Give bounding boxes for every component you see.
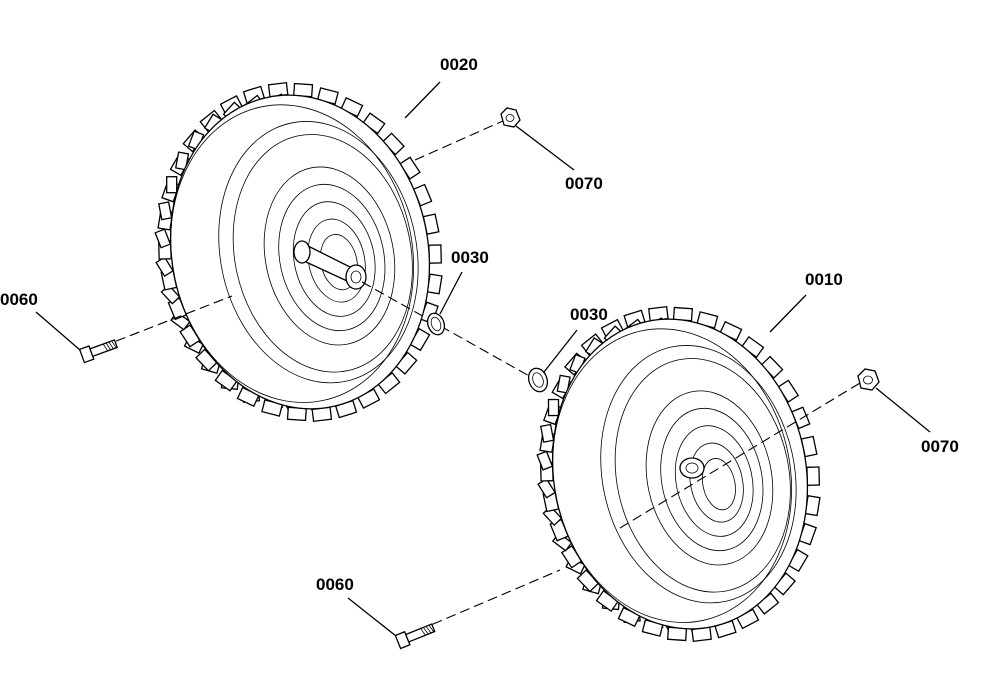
leader-0030-upper [439, 271, 463, 315]
washer-0030-upper [426, 312, 446, 336]
tread-lug [556, 374, 571, 394]
callout-0030-upper: 0030 [451, 248, 489, 267]
axle-hub-lower [679, 457, 705, 479]
leader-0020 [404, 81, 441, 119]
callout-0030-lower: 0030 [570, 305, 608, 324]
wheel-hub-lower [645, 390, 774, 566]
leader-0060-lower [347, 597, 397, 637]
assembly-centerlines [87, 119, 866, 637]
leader-0060-upper [35, 311, 81, 351]
callout-0020: 0020 [440, 55, 478, 74]
washer-0030-lower [527, 367, 549, 393]
tread-lug [293, 82, 314, 98]
tire-tread-lower [536, 305, 821, 643]
tread-lug [800, 435, 818, 458]
callout-0070-upper: 0070 [565, 174, 603, 193]
leader-lines [35, 81, 931, 637]
tread-lug [154, 228, 172, 249]
callout-0060-lower: 0060 [316, 575, 354, 594]
axle-tube-upper [293, 240, 367, 290]
tread-lug [536, 450, 554, 471]
tread-lug [806, 466, 821, 486]
callout-0070-lower: 0070 [921, 437, 959, 456]
callout-0010: 0010 [805, 270, 843, 289]
wheel-assembly-0020 [154, 81, 443, 423]
tread-lug [428, 244, 442, 264]
leader-0070-upper [515, 125, 575, 171]
leader-0010 [769, 294, 807, 333]
leader-0070-lower [875, 387, 931, 433]
tread-lug [667, 626, 688, 642]
callout-labels: 0020 0070 0030 0060 0030 0010 0070 0060 [0, 55, 959, 594]
tire-lower [536, 305, 821, 643]
hex-bolt-0060-upper [78, 339, 119, 364]
tread-lug [166, 176, 178, 194]
tread-lug [155, 256, 174, 278]
tread-lug [174, 151, 190, 171]
hex-bolt-0060-lower [394, 623, 436, 650]
tread-lug [672, 306, 693, 322]
tread-lug [158, 201, 173, 221]
tread-lug [286, 406, 307, 422]
callout-0060-upper: 0060 [0, 290, 38, 309]
hex-nut-0070-lower [857, 368, 880, 391]
tread-lug [539, 423, 555, 443]
tread-lug [547, 398, 560, 417]
leader-0030-lower [543, 329, 578, 373]
hex-nut-0070-upper [500, 107, 521, 128]
wheel-assembly-0010 [536, 305, 821, 643]
